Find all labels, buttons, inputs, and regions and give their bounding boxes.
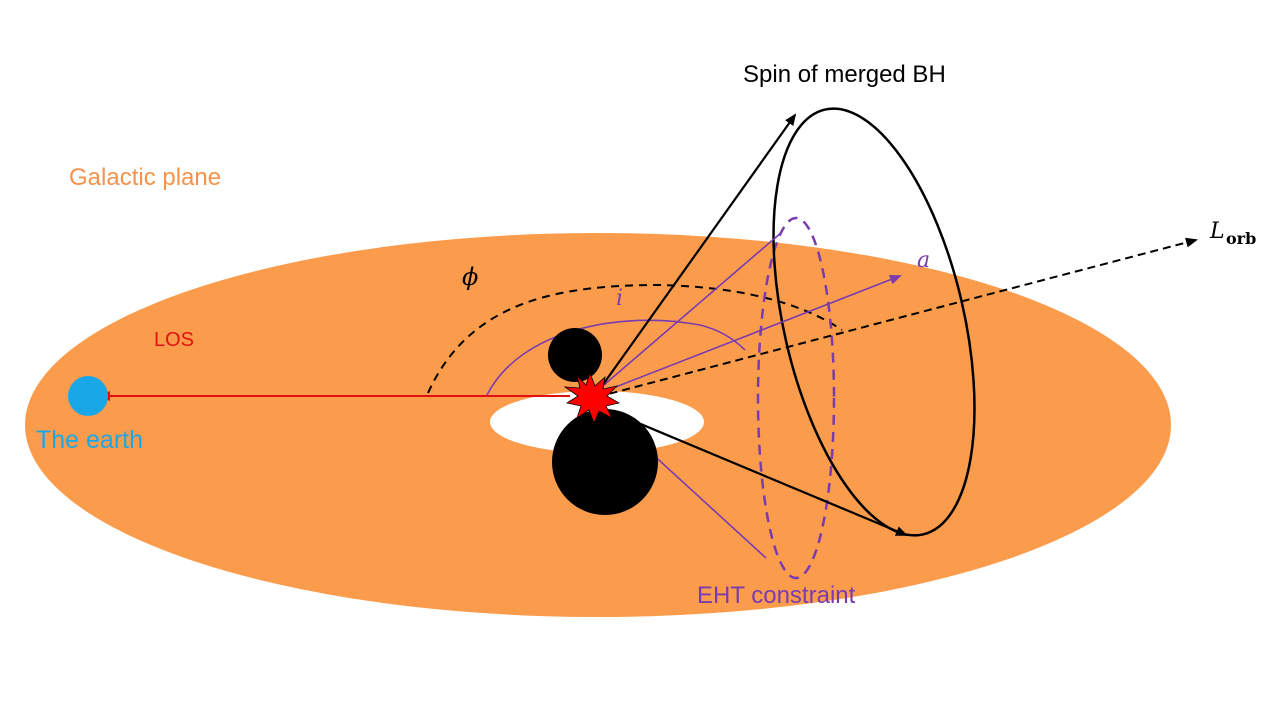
inclination-label: i [616, 286, 623, 311]
galactic-plane-label: Galactic plane [69, 164, 221, 191]
earth-circle [68, 376, 108, 416]
phi-arc [427, 283, 843, 394]
eht-cone-line-top [589, 231, 783, 398]
spin-parameter-label: a [917, 248, 930, 273]
earth-label: The earth [36, 426, 143, 454]
eht-constraint-label: EHT constraint [697, 582, 856, 609]
spin-label: Spin of merged BH [743, 61, 946, 88]
phi-label: ϕ [462, 263, 478, 291]
merger-starburst-icon [563, 371, 621, 425]
small-black-hole [548, 328, 602, 382]
large-black-hole [552, 409, 658, 515]
spin-arrow-top [596, 113, 797, 394]
spin-arrow-bottom [611, 410, 908, 537]
eht-constraint-ellipse [756, 216, 836, 580]
spin-precession-ellipse [772, 107, 976, 537]
l-orb-subscript: orb [1226, 229, 1256, 248]
los-label: LOS [154, 329, 194, 351]
spin-parameter-arrow [589, 274, 902, 398]
l-orb-main: L [1209, 219, 1225, 244]
l-orb-label: L orb [1209, 219, 1256, 248]
